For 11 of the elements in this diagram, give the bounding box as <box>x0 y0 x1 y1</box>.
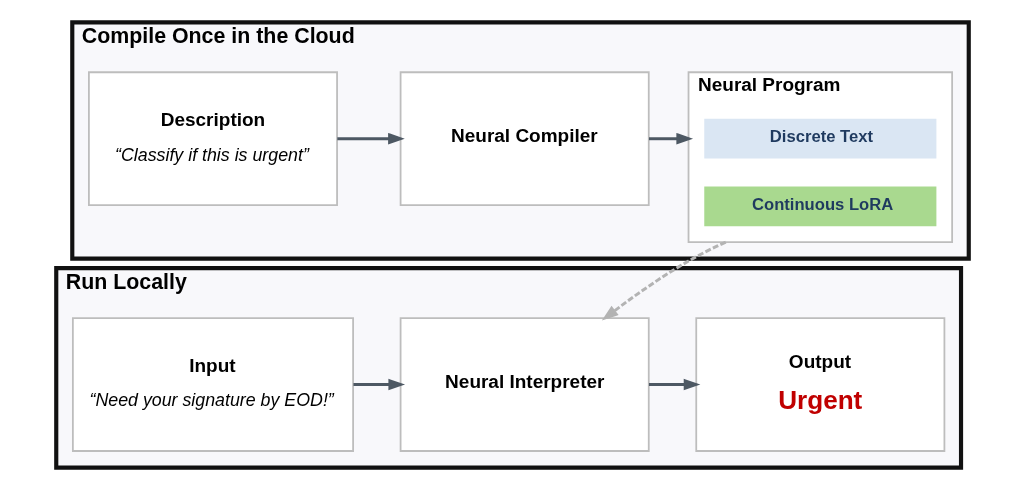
arrow <box>352 378 405 391</box>
node-box: Neural Interpreter <box>399 317 650 452</box>
node-box: Input “Need your signature by EOD!” <box>71 317 354 452</box>
arrow <box>648 132 693 145</box>
node-box: Continuous LoRA <box>703 186 936 227</box>
node-box: Description “Classify if this is urgent” <box>87 71 338 207</box>
node-box: Output Urgent <box>694 317 945 452</box>
arrow <box>648 378 700 391</box>
arrow <box>336 132 405 145</box>
node-box: Discrete Text <box>703 118 936 159</box>
node-box: Neural Compiler <box>399 71 650 207</box>
